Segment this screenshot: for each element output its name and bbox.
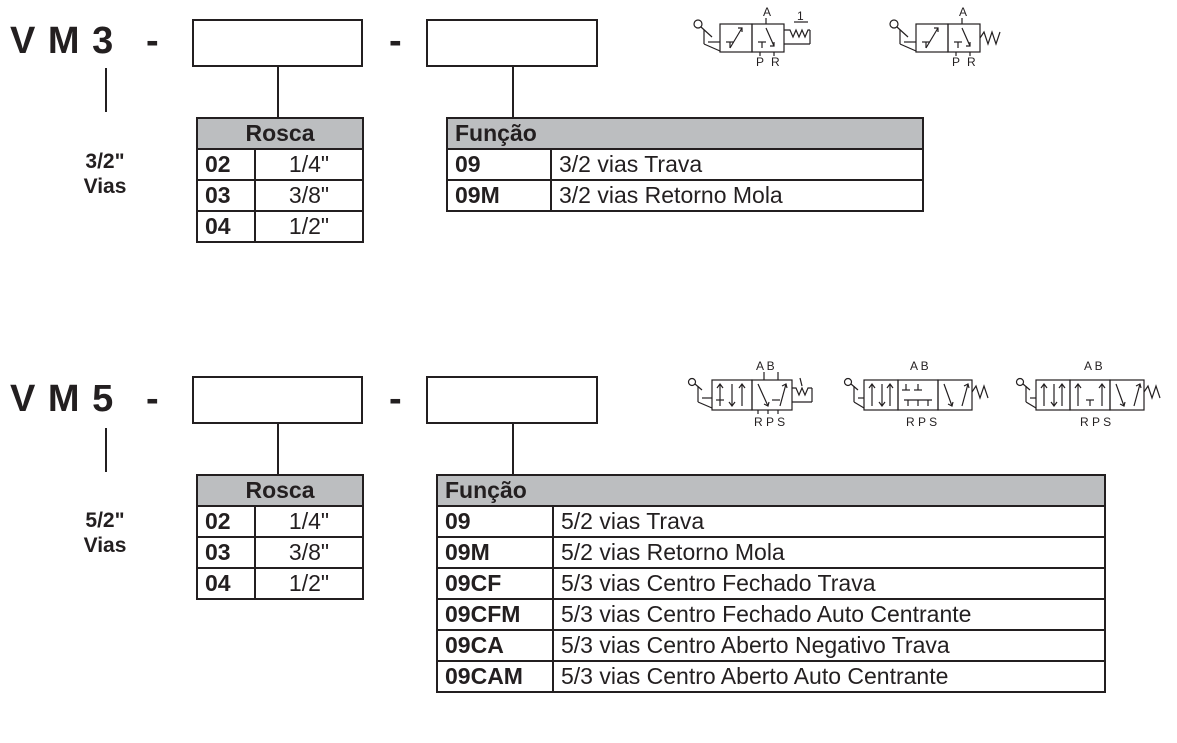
funcao-desc: 5/2 vias Retorno Mola [552, 536, 1106, 569]
funcao-code: 09CA [436, 629, 554, 662]
funcao-desc: 5/2 vias Trava [552, 505, 1106, 538]
vias-fraction: 3/2" [85, 150, 125, 173]
port-label-a: A [959, 5, 967, 19]
funcao-desc: 3/2 vias Trava [550, 148, 924, 181]
funcao-code: 09CFM [436, 598, 554, 631]
port-label-p: P [756, 55, 764, 69]
connector-line [277, 67, 279, 117]
model-code-vm3: V M 3 [10, 20, 115, 62]
valve-32-spring-symbol-icon: A P R [889, 5, 1001, 69]
funcao-desc: 5/3 vias Centro Fechado Auto Centrante [552, 598, 1106, 631]
valve-52-detent-symbol-icon: A B R P S [687, 359, 813, 429]
rosca-size: 1/4" [254, 148, 364, 181]
funcao-header: Função [446, 117, 924, 150]
rosca-code: 02 [196, 148, 256, 181]
funcao-code-box[interactable] [426, 376, 598, 424]
port-labels-rps: R P S [1080, 415, 1111, 429]
vias-word: Vias [83, 175, 127, 198]
funcao-desc: 5/3 vias Centro Aberto Auto Centrante [552, 660, 1106, 693]
connector-line [277, 424, 279, 474]
funcao-code: 09CF [436, 567, 554, 600]
rosca-code: 04 [196, 567, 256, 600]
rosca-code: 04 [196, 210, 256, 243]
vias-label: 5/2" Vias [70, 508, 140, 558]
funcao-code: 09M [436, 536, 554, 569]
port-labels-ab: A B [1084, 359, 1103, 373]
funcao-desc: 5/3 vias Centro Fechado Trava [552, 567, 1106, 600]
valve-32-detent-symbol-icon: A P R 1 [693, 5, 811, 69]
funcao-code: 09M [446, 179, 552, 212]
rosca-header: Rosca [196, 117, 364, 150]
funcao-desc: 5/3 vias Centro Aberto Negativo Trava [552, 629, 1106, 662]
port-label-r: R [771, 55, 780, 69]
model-code-vm5: V M 5 [10, 378, 115, 420]
valve-53-open-center-symbol-icon: A B R P S [1015, 359, 1161, 429]
detent-label: 1 [797, 9, 804, 23]
funcao-code: 09CAM [436, 660, 554, 693]
rosca-code: 03 [196, 179, 256, 212]
vias-label: 3/2" Vias [70, 149, 140, 199]
port-label-p: P [952, 55, 960, 69]
port-labels-ab: A B [910, 359, 929, 373]
rosca-size: 1/2" [254, 210, 364, 243]
port-labels-rps: R P S [906, 415, 937, 429]
port-label-r: R [967, 55, 976, 69]
funcao-desc: 3/2 vias Retorno Mola [550, 179, 924, 212]
valve-53-closed-center-symbol-icon: A B R P S [843, 359, 989, 429]
rosca-size: 3/8" [254, 179, 364, 212]
rosca-code: 02 [196, 505, 256, 538]
separator-dash: - [389, 378, 402, 420]
separator-dash: - [146, 378, 159, 420]
funcao-code: 09 [446, 148, 552, 181]
connector-line [105, 68, 107, 112]
port-labels-rps: R P S [754, 415, 785, 429]
funcao-code-box[interactable] [426, 19, 598, 67]
rosca-size: 1/2" [254, 567, 364, 600]
connector-line [512, 67, 514, 117]
rosca-code-box[interactable] [192, 376, 363, 424]
rosca-size: 1/4" [254, 505, 364, 538]
port-labels-ab: A B [756, 359, 775, 373]
vias-word: Vias [83, 534, 127, 557]
separator-dash: - [389, 20, 402, 62]
funcao-code: 09 [436, 505, 554, 538]
port-label-a: A [763, 5, 771, 19]
funcao-header: Função [436, 474, 1106, 507]
connector-line [105, 428, 107, 472]
connector-line [512, 424, 514, 474]
rosca-header: Rosca [196, 474, 364, 507]
rosca-code-box[interactable] [192, 19, 363, 67]
rosca-code: 03 [196, 536, 256, 569]
rosca-size: 3/8" [254, 536, 364, 569]
vias-fraction: 5/2" [85, 509, 125, 532]
separator-dash: - [146, 20, 159, 62]
